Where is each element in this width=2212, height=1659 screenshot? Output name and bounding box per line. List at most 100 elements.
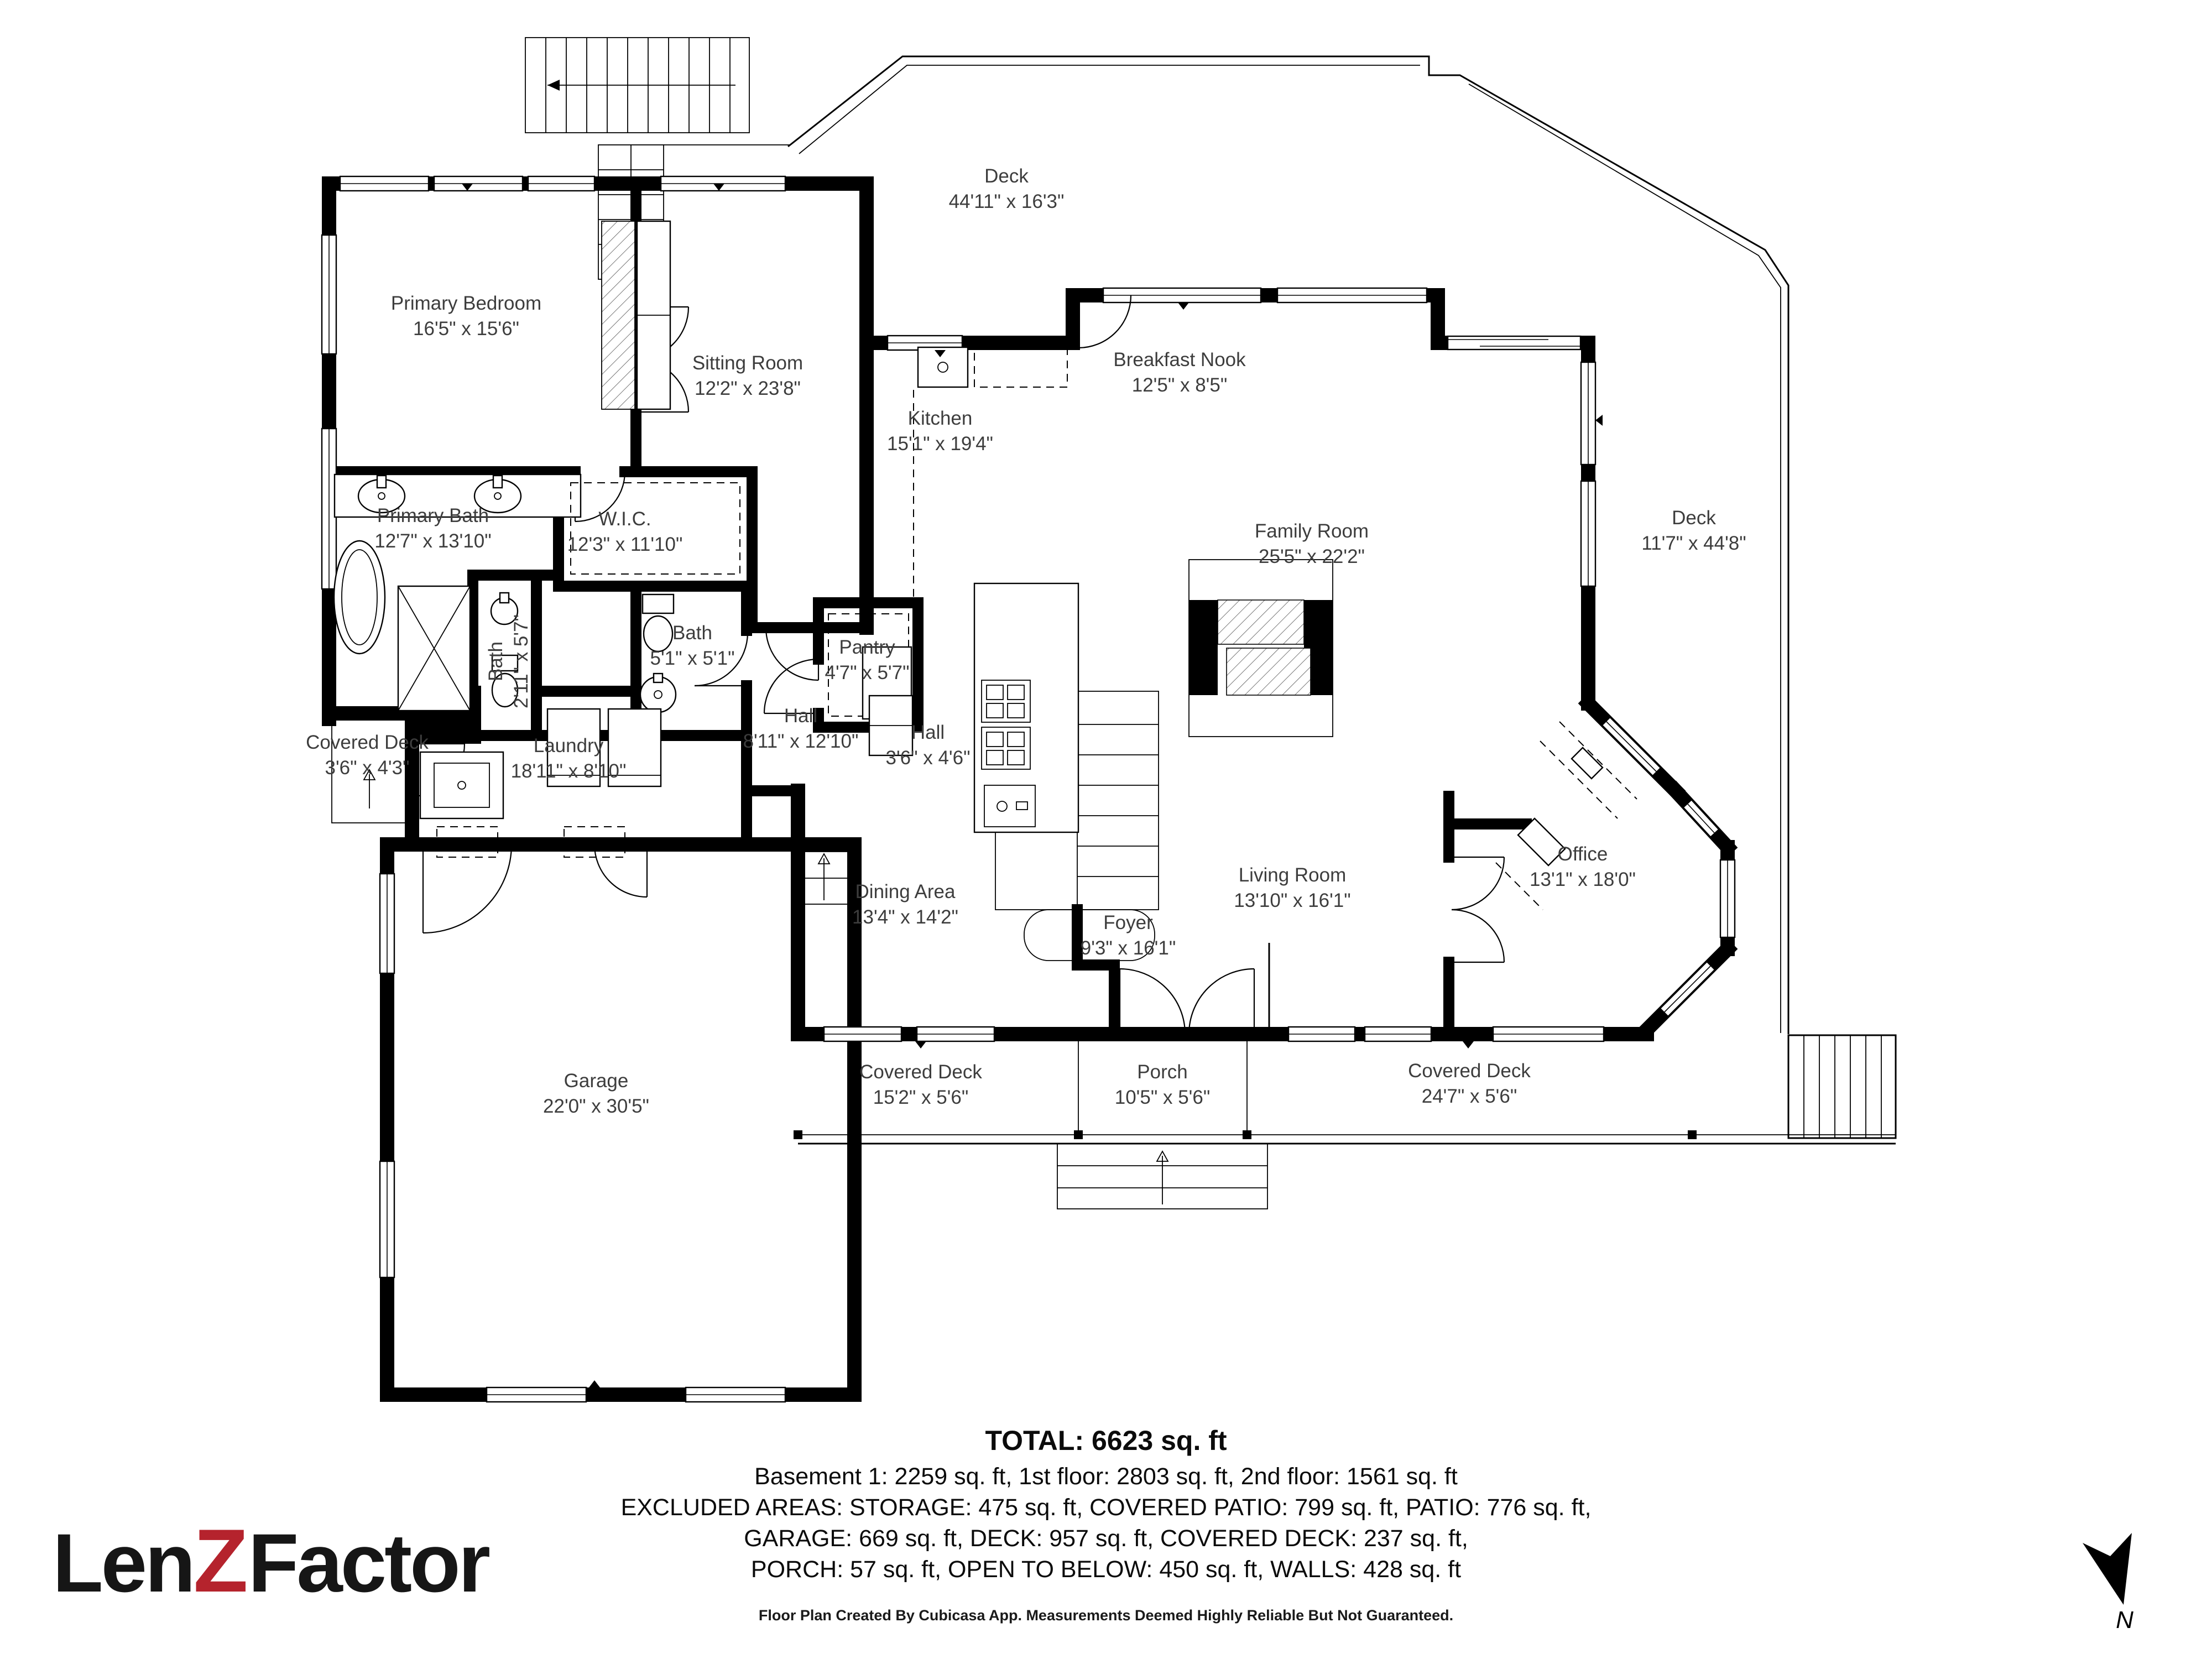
room-dims: 13'4" x 14'2"	[852, 906, 958, 928]
room-label-deck-right: Deck 11'7" x 44'8"	[1641, 507, 1746, 554]
room-name: Living Room	[1239, 864, 1347, 886]
north-compass: N	[2083, 1533, 2133, 1634]
room-name: Breakfast Nook	[1113, 349, 1246, 371]
room-label-kitchen: Kitchen 15'1" x 19'4"	[887, 408, 993, 455]
logo-part-z: Z	[194, 1511, 248, 1611]
room-dims: 22'0" x 30'5"	[543, 1095, 649, 1117]
room-dims: 5'1" x 5'1"	[650, 648, 734, 669]
room-name: Laundry	[534, 735, 604, 757]
room-name: Dining Area	[855, 881, 956, 902]
room-label-hall-2: Hall 3'6" x 4'6"	[885, 722, 970, 769]
room-dims: 44'11" x 16'3"	[949, 191, 1065, 212]
room-name: Primary Bedroom	[391, 293, 541, 314]
summary-excluded-3: PORCH: 57 sq. ft, OPEN TO BELOW: 450 sq.…	[751, 1556, 1461, 1583]
front-deck-rails	[794, 1041, 1896, 1209]
room-dims: 3'6" x 4'6"	[885, 747, 970, 769]
room-dims: 12'5" x 8'5"	[1132, 374, 1228, 396]
office-fireplace	[1495, 817, 1566, 910]
wardrobe	[601, 220, 671, 410]
room-dims: 10'5" x 5'6"	[1115, 1087, 1211, 1108]
room-label-primary-bedroom: Primary Bedroom 16'5" x 15'6"	[391, 293, 541, 340]
room-label-bath-2: Bath 5'1" x 5'1"	[650, 622, 734, 669]
room-name: Office	[1558, 843, 1608, 865]
room-dims: 13'10" x 16'1"	[1234, 890, 1350, 911]
room-name: Bath	[672, 622, 712, 644]
room-dims: 25'5" x 22'2"	[1259, 546, 1365, 567]
room-dims: 15'2" x 5'6"	[873, 1087, 969, 1108]
wc-fixtures	[490, 592, 519, 708]
summary-excluded-1: EXCLUDED AREAS: STORAGE: 475 sq. ft, COV…	[621, 1494, 1592, 1521]
room-name: Hall	[911, 722, 945, 743]
room-label-office: Office 13'1" x 18'0"	[1530, 843, 1636, 890]
room-dims: 8'11" x 12'10"	[743, 731, 859, 752]
north-arrow-icon	[2083, 1533, 2132, 1605]
room-label-deck-top: Deck 44'11" x 16'3"	[949, 165, 1065, 212]
room-label-sitting-room: Sitting Room 12'2" x 23'8"	[692, 352, 803, 399]
room-label-pantry: Pantry 4'7" x 5'7"	[825, 637, 909, 684]
lenzfactor-logo: LenZFactor	[53, 1511, 492, 1611]
room-dims: 12'7" x 13'10"	[374, 530, 491, 552]
north-label: N	[2116, 1606, 2133, 1634]
room-name: Pantry	[839, 637, 895, 658]
summary-floors: Basement 1: 2259 sq. ft, 1st floor: 2803…	[754, 1463, 1458, 1490]
covered-deck-small-rails	[331, 714, 411, 823]
garage-landing	[793, 851, 855, 905]
room-label-dining-area: Dining Area 13'4" x 14'2"	[852, 881, 958, 928]
room-name: Sitting Room	[692, 352, 803, 374]
room-dims: 9'3" x 16'1"	[1081, 937, 1176, 959]
room-label-laundry: Laundry 18'11" x 8'10"	[511, 735, 627, 782]
room-label-primary-bath: Primary Bath 12'7" x 13'10"	[374, 505, 491, 552]
footer-credit: Floor Plan Created By Cubicasa App. Meas…	[759, 1607, 1453, 1624]
room-name: Deck	[1672, 507, 1716, 529]
room-labels: Primary Bedroom 16'5" x 15'6" Sitting Room…	[306, 165, 1746, 1117]
room-dims: 4'7" x 5'7"	[825, 662, 909, 684]
room-dims: 3'6" x 4'3"	[325, 757, 409, 779]
room-name: Covered Deck	[1408, 1060, 1531, 1082]
logo-part-3: Factor	[248, 1516, 490, 1609]
room-name: Bath	[485, 641, 507, 681]
room-label-living-room: Living Room 13'10" x 16'1"	[1234, 864, 1350, 911]
fireplace-family-room	[1188, 559, 1333, 737]
deck-outline	[664, 55, 1790, 1034]
bath2-fixtures	[639, 593, 677, 713]
room-dims: 15'1" x 19'4"	[887, 433, 993, 455]
room-label-covered-deck-east: Covered Deck 24'7" x 5'6"	[1408, 1060, 1531, 1107]
area-summary: TOTAL: 6623 sq. ft Basement 1: 2259 sq. …	[621, 1425, 1592, 1624]
room-label-covered-deck-west: Covered Deck 15'2" x 5'6"	[859, 1061, 982, 1108]
room-label-hall-1: Hall 8'11" x 12'10"	[743, 705, 859, 752]
room-name: Hall	[784, 705, 817, 727]
kitchen-fixtures	[868, 346, 1079, 833]
room-name: Kitchen	[908, 408, 973, 429]
room-dims: 12'3" x 11'10"	[567, 534, 683, 555]
wall-ticks	[462, 184, 1603, 1387]
room-label-family-room: Family Room 25'5" x 22'2"	[1255, 520, 1369, 567]
svg-text:LenZFactor: LenZFactor	[53, 1511, 490, 1611]
room-dims: 13'1" x 18'0"	[1530, 869, 1636, 890]
room-name: Foyer	[1103, 912, 1153, 933]
room-name: Deck	[984, 165, 1029, 187]
doors	[411, 295, 1505, 1035]
room-dims: 2'11" x 5'7"	[510, 614, 532, 708]
room-name: Covered Deck	[306, 732, 429, 753]
room-label-covered-deck-small: Covered Deck 3'6" x 4'3"	[306, 732, 429, 779]
room-dims: 11'7" x 44'8"	[1641, 533, 1746, 554]
room-name: Garage	[564, 1070, 629, 1092]
room-dims: 12'2" x 23'8"	[695, 378, 801, 399]
room-name: Family Room	[1255, 520, 1369, 542]
room-label-breakfast-nook: Breakfast Nook 12'5" x 8'5"	[1113, 349, 1246, 396]
room-dims: 16'5" x 15'6"	[413, 318, 519, 340]
summary-excluded-2: GARAGE: 669 sq. ft, DECK: 957 sq. ft, CO…	[744, 1525, 1468, 1552]
primary-bath-fixtures	[333, 473, 582, 712]
room-name: Primary Bath	[377, 505, 489, 526]
laundry-fixtures	[419, 708, 662, 858]
room-name: Covered Deck	[859, 1061, 982, 1083]
room-dims: 24'7" x 5'6"	[1422, 1086, 1517, 1107]
room-dims: 18'11" x 8'10"	[511, 760, 627, 782]
wet-bar	[1540, 721, 1637, 819]
room-label-garage: Garage 22'0" x 30'5"	[543, 1070, 649, 1117]
summary-total: TOTAL: 6623 sq. ft	[985, 1425, 1227, 1456]
